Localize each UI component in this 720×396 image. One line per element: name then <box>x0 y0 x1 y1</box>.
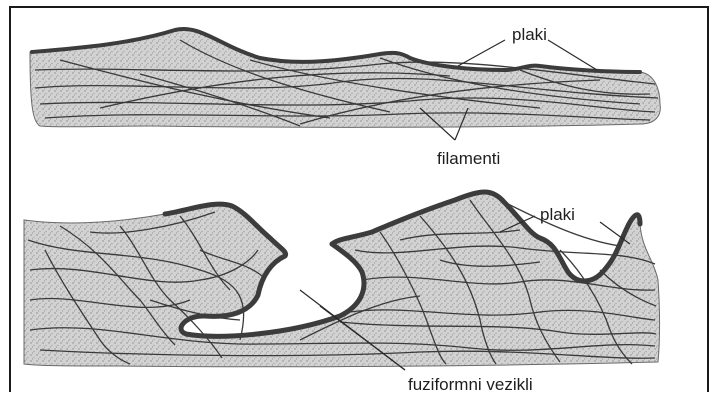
label-fuziformni-vezikli: fuziformni vezikli <box>408 375 533 394</box>
label-filamenti: filamenti <box>437 149 500 168</box>
label-plaki-bottom: plaki <box>540 205 575 224</box>
label-plaki-top: plaki <box>512 25 547 44</box>
bottom-panel: plaki fuziformni vezikli <box>24 192 660 394</box>
top-panel: plaki filamenti <box>30 25 660 168</box>
